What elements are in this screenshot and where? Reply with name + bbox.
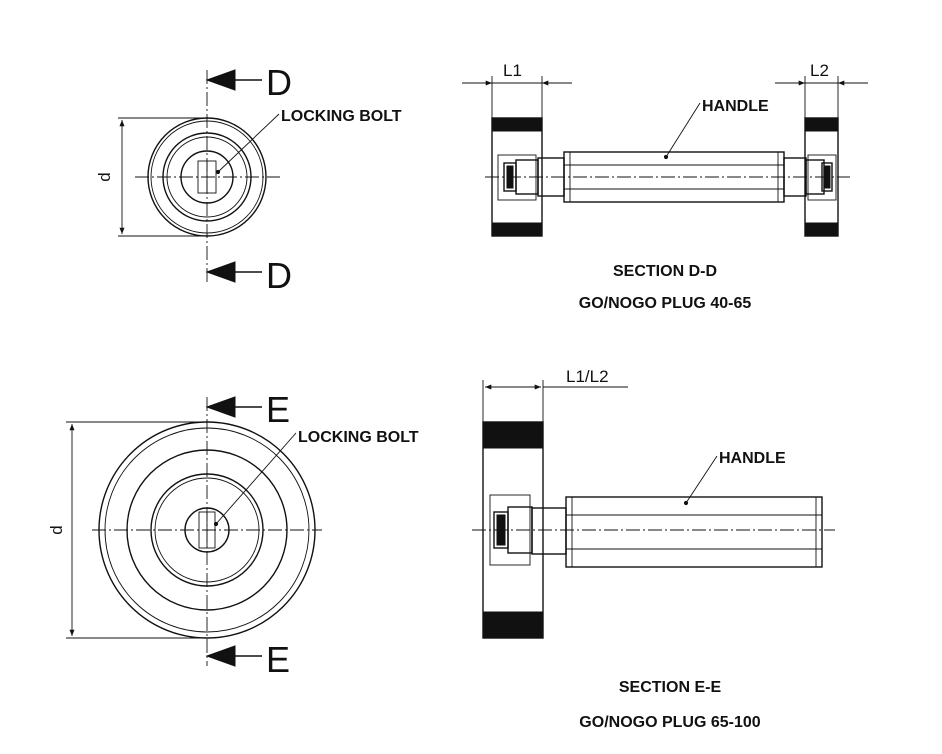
locking-bolt-leader-e [215,432,297,525]
section-marker-d-top: D [266,62,292,103]
section-arrow-d-top [205,69,262,91]
handle-leader-d [665,102,701,158]
section-title-e-e: SECTION E-E [619,679,722,696]
bolt-ring-e [184,507,230,553]
dim-l2: L2 [810,61,829,80]
middle-ring-d [162,132,252,222]
section-arrow-e-top [205,396,262,418]
handle-e [565,496,823,568]
bolt-ring-d [180,150,234,204]
section-title-d-d: SECTION D-D [613,263,717,280]
section-arrow-e-bottom [205,645,262,667]
section-marker-e-top: E [266,389,290,430]
middle-ring-e [126,449,288,611]
section-arrow-d-bottom [205,261,262,283]
section-marker-e-bottom: E [266,639,290,680]
locking-bolt-leader-d [217,113,280,173]
locking-bolt-label-d: LOCKING BOLT [281,108,402,125]
locking-bolt-label-e: LOCKING BOLT [298,429,419,446]
diameter-label-e: d [47,525,66,534]
front-view-e: E E d LOCKING BOLT [47,389,419,680]
dim-l1-l2: L1/L2 [566,367,609,386]
front-view-d: D D d LOCKING BOLT [95,62,402,296]
handle-leader-e [685,455,718,504]
section-view-d-d: L1 L2 HANDLE SECTION D-D GO/NOGO PLUG 40… [462,61,868,312]
inner-ring-e [150,473,264,587]
section-view-e-e: L1/L2 HANDLE SECTION E-E GO/NOGO PLUG 65… [472,367,835,731]
handle-label-d: HANDLE [702,98,769,115]
dim-l1: L1 [503,61,522,80]
handle-label-e: HANDLE [719,450,786,467]
plug-title-65-100: GO/NOGO PLUG 65-100 [579,714,760,731]
diameter-label-d: d [95,172,114,181]
plug-title-40-65: GO/NOGO PLUG 40-65 [579,295,752,312]
section-marker-d-bottom: D [266,255,292,296]
